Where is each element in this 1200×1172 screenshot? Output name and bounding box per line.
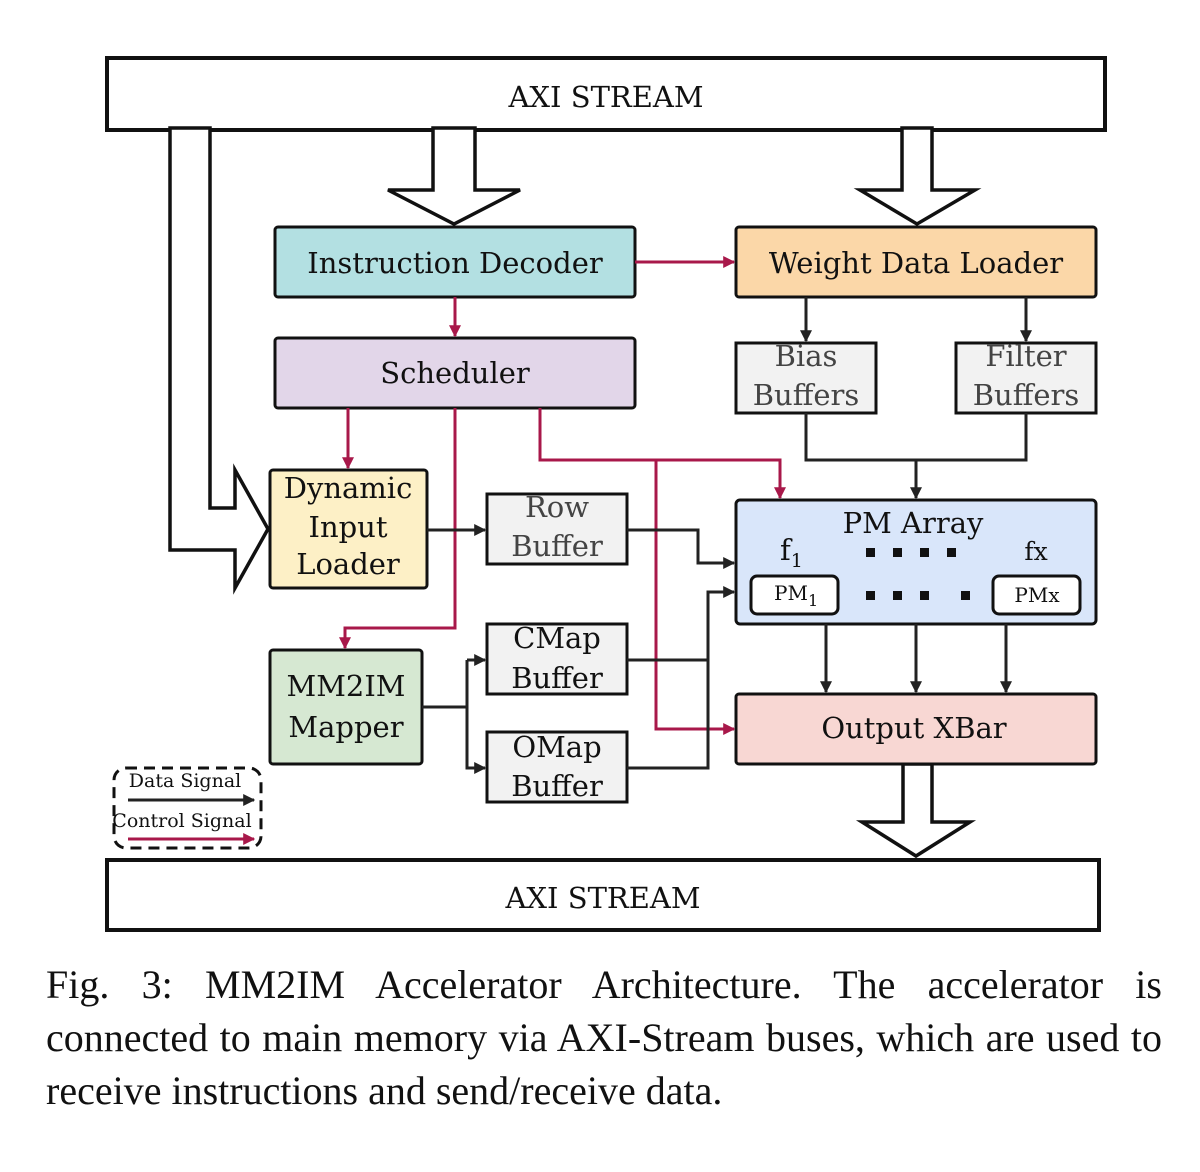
filter-buffers-label-2: Buffers: [973, 378, 1080, 412]
dynamic-input-loader-block: Dynamic Input Loader: [268, 468, 429, 590]
data-cmap-to-pm-array: [627, 586, 736, 662]
data-signals: [422, 297, 1032, 774]
scheduler-label: Scheduler: [380, 356, 530, 390]
output-xbar-label: Output XBar: [821, 711, 1006, 745]
axi-to-weight-loader-arrow: [853, 126, 982, 227]
output-xbar-block: Output XBar: [734, 692, 1098, 766]
data-omap-to-pm-array: [627, 660, 710, 770]
row-buffer-label-1: Row: [525, 490, 589, 524]
pmx-element: PMx: [991, 574, 1082, 616]
data-mapper-split: [422, 660, 469, 709]
legend-data-signal-label: Data Signal: [129, 770, 241, 792]
ctrl-scheduler-to-pm-array: [538, 408, 786, 500]
axi-to-input-loader-arrow: [168, 126, 271, 595]
pm-array-block: PM Array f1 fx PM1 PMx: [734, 498, 1098, 626]
legend: Data Signal Control Signal: [112, 766, 263, 850]
weight-data-loader-label: Weight Data Loader: [769, 246, 1063, 280]
dynamic-input-loader-label-3: Loader: [296, 547, 400, 581]
pm1-label: PM1: [774, 581, 818, 610]
instruction-decoder-block: Instruction Decoder: [273, 225, 637, 299]
cmap-buffer-block: CMap Buffer: [485, 621, 629, 696]
omap-buffer-label-2: Buffer: [511, 769, 603, 803]
axi-stream-bottom: AXI STREAM: [105, 858, 1101, 932]
filter-buffers-label-1: Filter: [985, 339, 1066, 373]
architecture-diagram: AXI STREAM AXI STREAM Instruction Decode…: [105, 56, 1107, 932]
pm-array-label: PM Array: [843, 506, 984, 540]
dynamic-input-loader-label-2: Input: [308, 510, 387, 544]
pm-f1-label: f1: [780, 533, 803, 572]
data-buffers-to-pm-array: [804, 413, 1028, 498]
ctrl-scheduler-to-mapper: [339, 408, 457, 650]
axi-stream-top-label: AXI STREAM: [507, 80, 703, 114]
mm2im-mapper-label-1: MM2IM: [287, 669, 406, 703]
cmap-buffer-label-2: Buffer: [511, 661, 603, 695]
ctrl-scheduler-to-output-xbar: [654, 460, 736, 735]
legend-control-signal-label: Control Signal: [112, 810, 251, 832]
axi-to-decoder-arrow: [387, 126, 521, 226]
bias-buffers-label-2: Buffers: [753, 378, 860, 412]
axi-stream-top: AXI STREAM: [105, 56, 1107, 132]
filter-buffers-block: Filter Buffers: [954, 339, 1098, 415]
instruction-decoder-label: Instruction Decoder: [307, 246, 603, 280]
omap-buffer-label-1: OMap: [512, 730, 601, 764]
pm1-element: PM1: [749, 574, 840, 616]
dynamic-input-loader-label-1: Dynamic: [284, 471, 413, 505]
pm-dots-bottom: [866, 591, 970, 600]
omap-buffer-block: OMap Buffer: [485, 730, 629, 804]
bias-buffers-block: Bias Buffers: [734, 339, 878, 415]
xbar-to-axi-arrow: [855, 762, 977, 859]
mm2im-mapper-block: MM2IM Mapper: [268, 648, 424, 766]
axi-stream-bottom-label: AXI STREAM: [504, 881, 700, 915]
mm2im-mapper-label-2: Mapper: [288, 710, 403, 744]
pmx-label: PMx: [1014, 583, 1060, 607]
pm-fx-label: fx: [1024, 537, 1047, 566]
row-buffer-block: Row Buffer: [485, 490, 629, 566]
figure-caption: Fig. 3: MM2IM Accelerator Architecture. …: [46, 962, 1162, 1113]
cmap-buffer-label-1: CMap: [513, 621, 601, 655]
row-buffer-label-2: Buffer: [511, 529, 603, 563]
pm-dots-top: [866, 548, 956, 557]
data-mapper-to-omap: [465, 707, 487, 774]
data-row-buffer-to-pm-array: [627, 528, 736, 569]
bias-buffers-label-1: Bias: [775, 339, 838, 373]
weight-data-loader-block: Weight Data Loader: [734, 225, 1098, 299]
scheduler-block: Scheduler: [273, 336, 637, 410]
